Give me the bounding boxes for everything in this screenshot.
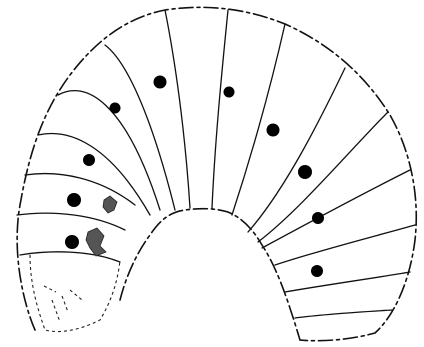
segment-line-1 bbox=[20, 252, 120, 262]
segment-line-13 bbox=[275, 225, 415, 265]
body-outer-outline bbox=[17, 7, 416, 340]
segment-line-14 bbox=[285, 272, 410, 292]
spiracle-7 bbox=[267, 124, 280, 137]
leg-1 bbox=[103, 196, 117, 213]
mouthparts bbox=[44, 286, 82, 322]
segment-line-9 bbox=[232, 24, 285, 215]
segment-line-7 bbox=[165, 10, 190, 208]
segment-line-5 bbox=[58, 91, 160, 210]
spiracle-1 bbox=[154, 76, 167, 89]
spiracle-2 bbox=[110, 103, 121, 114]
segment-line-8 bbox=[212, 10, 228, 208]
body-inner-outline bbox=[120, 209, 300, 340]
spiracle-4 bbox=[67, 193, 81, 207]
spiracle-10 bbox=[311, 265, 323, 277]
spiracle-5 bbox=[65, 235, 79, 249]
spiracle-6 bbox=[224, 87, 235, 98]
segment-line-6 bbox=[105, 45, 175, 210]
leg-2 bbox=[86, 228, 106, 256]
spiracle-3 bbox=[83, 154, 95, 166]
head-capsule bbox=[30, 255, 120, 332]
spiracle-9 bbox=[312, 212, 324, 224]
segment-line-2 bbox=[17, 213, 125, 230]
segment-line-15 bbox=[295, 310, 392, 318]
spiracle-8 bbox=[298, 165, 312, 179]
